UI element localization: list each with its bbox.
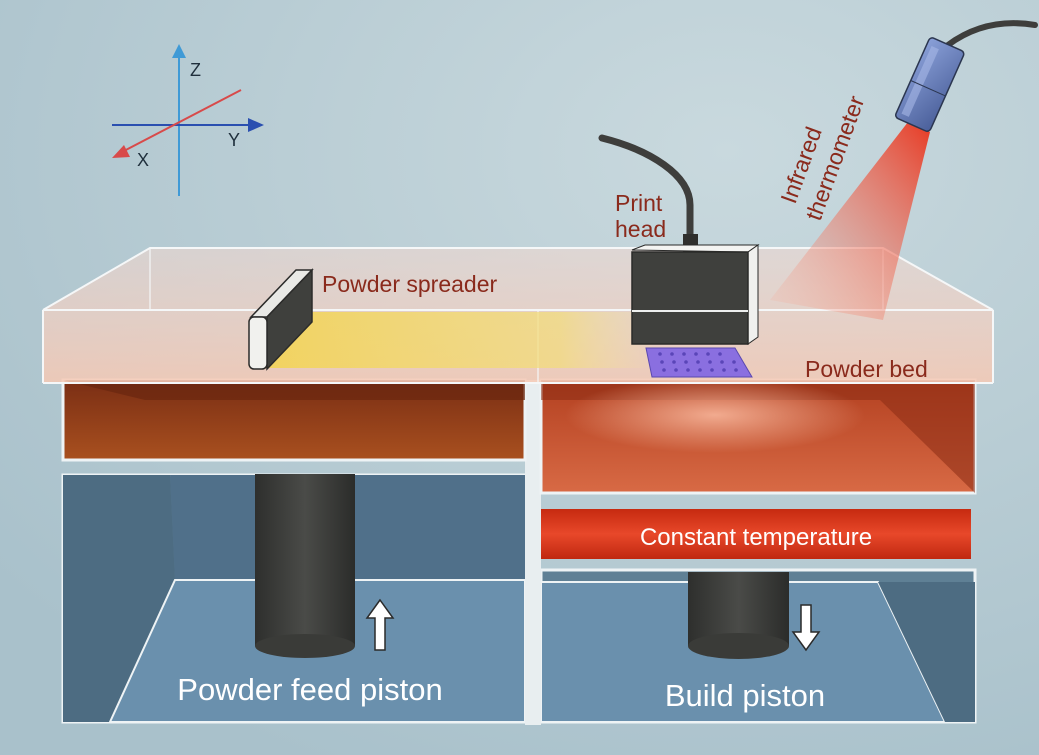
chamber-divider: [525, 380, 541, 725]
axes-indicator: Z Y X: [112, 44, 264, 196]
axis-z-label: Z: [190, 60, 201, 80]
print-head: [631, 244, 760, 345]
spread-powder-trail: [262, 312, 660, 368]
constant-temperature-label: Constant temperature: [640, 524, 872, 551]
infrared-thermometer: [895, 37, 965, 132]
printed-pattern: [645, 347, 753, 378]
axis-x-label: X: [137, 150, 149, 170]
print-head-label-line2: head: [615, 216, 666, 242]
powder-bed-label: Powder bed: [805, 356, 928, 382]
thermometer-cable: [945, 20, 1038, 48]
infrared-beam: [770, 122, 930, 320]
axis-y-label: Y: [228, 130, 240, 150]
powder-feed-piston-label: Powder feed piston: [177, 672, 442, 707]
build-powder: [539, 377, 977, 495]
arrow-down-icon: [791, 604, 821, 652]
print-head-label-line1: Print: [615, 190, 663, 216]
build-piston-label: Build piston: [665, 678, 825, 713]
feed-piston: [255, 474, 355, 658]
print-head-cable: [598, 134, 694, 242]
feed-powder: [61, 378, 527, 462]
powder-spreader-label: Powder spreader: [322, 271, 497, 297]
arrow-up-icon: [365, 598, 395, 651]
constant-temperature-heater: Constant temperature: [541, 509, 971, 559]
powder-spreader: [248, 268, 314, 371]
build-piston: [688, 572, 789, 659]
